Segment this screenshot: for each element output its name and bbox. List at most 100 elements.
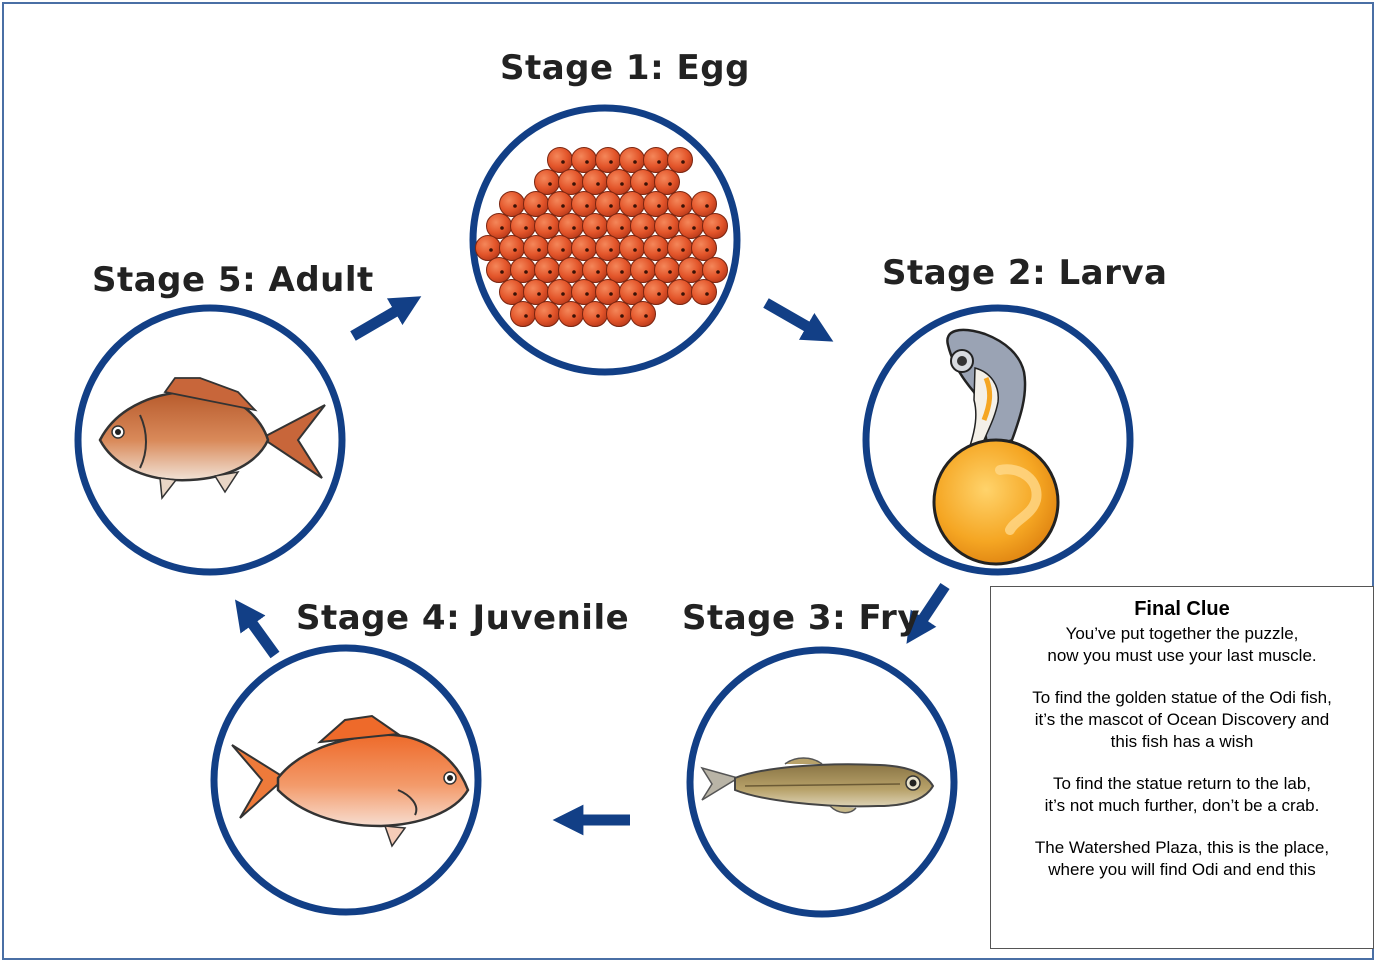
egg bbox=[644, 236, 669, 261]
egg-spot bbox=[609, 204, 613, 208]
egg bbox=[535, 302, 560, 327]
egg bbox=[583, 302, 608, 327]
egg bbox=[620, 148, 645, 173]
egg-spot bbox=[561, 292, 565, 296]
egg bbox=[692, 236, 717, 261]
egg-spot bbox=[537, 292, 541, 296]
egg bbox=[511, 258, 536, 283]
egg bbox=[487, 258, 512, 283]
egg-spot bbox=[705, 292, 709, 296]
egg bbox=[548, 236, 573, 261]
egg-spot bbox=[705, 248, 709, 252]
egg bbox=[572, 148, 597, 173]
egg-spot bbox=[620, 182, 624, 186]
egg bbox=[596, 148, 621, 173]
egg-spot bbox=[561, 160, 565, 164]
egg-spot bbox=[657, 204, 661, 208]
egg-spot bbox=[705, 204, 709, 208]
egg bbox=[500, 236, 525, 261]
egg-spot bbox=[572, 314, 576, 318]
egg-spot bbox=[681, 248, 685, 252]
egg-spot bbox=[537, 204, 541, 208]
stage-4-title: Stage 4: Juvenile bbox=[296, 598, 629, 638]
egg bbox=[655, 170, 680, 195]
egg bbox=[559, 170, 584, 195]
egg bbox=[500, 280, 525, 305]
egg bbox=[535, 258, 560, 283]
egg bbox=[668, 236, 693, 261]
egg-spot bbox=[596, 226, 600, 230]
egg bbox=[535, 214, 560, 239]
arrow-adult-to-egg bbox=[353, 304, 408, 336]
egg bbox=[596, 280, 621, 305]
stage-2-title: Stage 2: Larva bbox=[882, 253, 1168, 293]
egg-spot bbox=[561, 204, 565, 208]
egg-spot bbox=[668, 182, 672, 186]
egg-spot bbox=[668, 270, 672, 274]
egg-spot bbox=[524, 314, 528, 318]
egg bbox=[620, 236, 645, 261]
egg bbox=[631, 302, 656, 327]
egg-spot bbox=[692, 226, 696, 230]
egg-spot bbox=[620, 226, 624, 230]
egg-spot bbox=[644, 270, 648, 274]
clue-title: Final Clue bbox=[991, 597, 1373, 621]
egg-spot bbox=[585, 292, 589, 296]
stage-3-title: Stage 3: Fry bbox=[682, 598, 920, 638]
clue-paragraph: You’ve put together the puzzle, now you … bbox=[991, 623, 1373, 667]
egg bbox=[572, 280, 597, 305]
egg bbox=[631, 170, 656, 195]
egg-spot bbox=[548, 182, 552, 186]
stage-5-title: Stage 5: Adult bbox=[92, 260, 374, 300]
egg-spot bbox=[681, 292, 685, 296]
egg bbox=[559, 258, 584, 283]
clue-paragraph: To find the statue return to the lab, it… bbox=[991, 773, 1373, 817]
egg-spot bbox=[500, 226, 504, 230]
egg-spot bbox=[657, 248, 661, 252]
egg bbox=[607, 258, 632, 283]
arrow-egg-to-larva bbox=[766, 303, 820, 334]
egg-spot bbox=[596, 314, 600, 318]
egg bbox=[655, 214, 680, 239]
egg bbox=[548, 280, 573, 305]
egg-spot bbox=[692, 270, 696, 274]
egg-spot bbox=[548, 314, 552, 318]
egg bbox=[524, 236, 549, 261]
egg-spot bbox=[620, 314, 624, 318]
egg bbox=[644, 192, 669, 217]
stage-1-title: Stage 1: Egg bbox=[500, 48, 750, 88]
egg bbox=[596, 192, 621, 217]
egg bbox=[572, 192, 597, 217]
egg bbox=[535, 170, 560, 195]
egg-spot bbox=[596, 270, 600, 274]
egg-spot bbox=[657, 292, 661, 296]
egg-spot bbox=[609, 160, 613, 164]
egg bbox=[607, 302, 632, 327]
egg-spot bbox=[513, 248, 517, 252]
egg bbox=[572, 236, 597, 261]
egg bbox=[620, 192, 645, 217]
egg-spot bbox=[500, 270, 504, 274]
egg bbox=[524, 280, 549, 305]
egg bbox=[607, 214, 632, 239]
egg bbox=[487, 214, 512, 239]
egg bbox=[548, 148, 573, 173]
egg-spot bbox=[644, 182, 648, 186]
egg-spot bbox=[668, 226, 672, 230]
egg bbox=[631, 258, 656, 283]
clue-paragraph: To find the golden statue of the Odi fis… bbox=[991, 687, 1373, 753]
egg bbox=[583, 214, 608, 239]
egg-spot bbox=[513, 204, 517, 208]
egg bbox=[692, 280, 717, 305]
egg bbox=[583, 258, 608, 283]
egg-spot bbox=[489, 248, 493, 252]
egg bbox=[511, 214, 536, 239]
egg bbox=[631, 214, 656, 239]
final-clue-box: Final Clue You’ve put together the puzzl… bbox=[990, 586, 1374, 949]
egg-spot bbox=[585, 204, 589, 208]
egg-spot bbox=[585, 248, 589, 252]
egg bbox=[679, 214, 704, 239]
egg bbox=[655, 258, 680, 283]
egg-spot bbox=[716, 270, 720, 274]
egg-spot bbox=[681, 204, 685, 208]
